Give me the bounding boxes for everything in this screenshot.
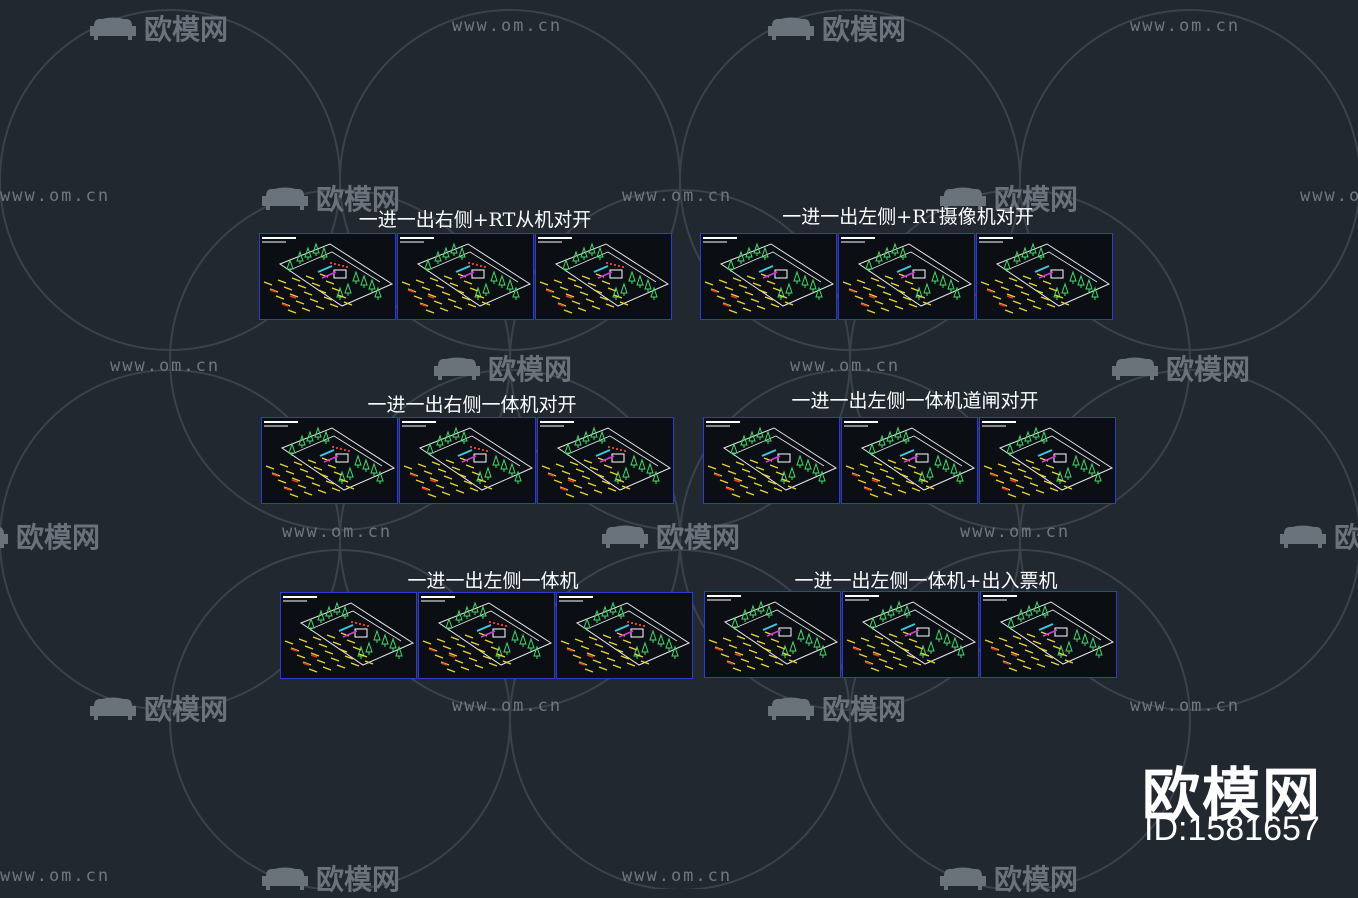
sofa-icon (262, 187, 308, 210)
parking-lane-drawing (982, 421, 1114, 498)
parking-lane-drawing (283, 596, 415, 673)
group-title-4: 一进一出左侧一体机道闸对开 (791, 390, 1039, 412)
drawing-panel[interactable] (980, 591, 1117, 678)
watermark-logo: 欧模网 (88, 8, 228, 48)
watermark-url: www.om.cn (0, 866, 111, 886)
parking-lane-drawing (845, 595, 977, 672)
sofa-icon (602, 525, 648, 548)
drawing-panel[interactable] (976, 233, 1113, 320)
drawing-panel[interactable] (397, 233, 534, 320)
parking-lane-drawing (983, 595, 1115, 672)
drawing-panel[interactable] (535, 233, 672, 320)
drawing-panel[interactable] (261, 417, 398, 504)
watermark-logo: 欧模网 (432, 348, 572, 388)
drawing-panel[interactable] (556, 592, 693, 679)
drawing-panel[interactable] (979, 417, 1116, 504)
drawing-row-2[interactable] (700, 233, 1114, 320)
watermark-url: www.om.cn (452, 696, 563, 716)
parking-lane-drawing (706, 421, 838, 498)
parking-lane-drawing (262, 237, 394, 314)
group-title-1: 一进一出右侧+RT从机对开 (358, 209, 592, 231)
watermark-logo-text: 欧模网 (488, 353, 573, 386)
parking-lane-drawing (707, 595, 839, 672)
parking-lane-drawing (538, 237, 670, 314)
drawing-row-6[interactable] (704, 591, 1118, 678)
drawing-panel[interactable] (259, 233, 396, 320)
watermark-logo-text: 欧模网 (144, 13, 229, 46)
watermark-url: www.om.cn (110, 356, 221, 376)
sofa-icon (0, 527, 8, 548)
parking-lane-drawing (703, 237, 835, 314)
group-title-3: 一进一出右侧一体机对开 (367, 394, 577, 416)
parking-lane-drawing (979, 237, 1111, 314)
watermark-logo: 欧模网 (766, 688, 906, 728)
parking-lane-drawing (402, 421, 534, 498)
watermark-logo-text: 欧模网 (822, 13, 907, 46)
watermark-logo: 欧模网 (1278, 516, 1358, 556)
parking-lane-drawing (559, 596, 691, 673)
watermark-logo-text: 欧模网 (822, 693, 907, 726)
watermark-url: www.om.cn (1130, 16, 1241, 36)
parking-lane-drawing (841, 237, 973, 314)
drawing-row-1[interactable] (259, 233, 673, 320)
drawing-panel[interactable] (399, 417, 536, 504)
drawing-row-3[interactable] (261, 417, 675, 504)
watermark-logo: 欧模网 (600, 516, 740, 556)
sofa-icon (768, 697, 814, 720)
group-title-5: 一进一出左侧一体机 (407, 570, 579, 592)
drawing-panel[interactable] (704, 591, 841, 678)
parking-lane-drawing (400, 237, 532, 314)
drawing-row-4[interactable] (703, 417, 1117, 504)
sofa-icon (940, 867, 986, 890)
drawing-row-5[interactable] (280, 592, 694, 679)
watermark-url: www.om.cn (452, 16, 563, 36)
drawing-panel[interactable] (537, 417, 674, 504)
drawing-panel[interactable] (703, 417, 840, 504)
sofa-icon (1112, 357, 1158, 380)
drawing-panel[interactable] (418, 592, 555, 679)
watermark-logo: 欧模网 (938, 858, 1078, 898)
sofa-icon (90, 17, 136, 40)
drawing-panel[interactable] (842, 591, 979, 678)
group-title-2: 一进一出左侧+RT摄像机对开 (782, 206, 1034, 228)
drawing-panel[interactable] (280, 592, 417, 679)
watermark-logo: 欧模网 (260, 858, 400, 898)
watermark-logo-text: 欧模网 (16, 521, 101, 554)
brand-logo-text: 欧模网 (1142, 761, 1323, 829)
watermark-logo-text: 欧模网 (1166, 353, 1251, 386)
drawing-panel[interactable] (700, 233, 837, 320)
watermark-url: www.om.cn (960, 522, 1071, 542)
watermark-logo: 欧模网 (1110, 348, 1250, 388)
watermark-logo-text: 欧模网 (1334, 521, 1358, 554)
watermark-logo-text: 欧模网 (656, 521, 741, 554)
watermark-logo: 欧模网 (0, 516, 100, 556)
sofa-icon (90, 697, 136, 720)
brand-id-text: ID:1581657 (1144, 810, 1320, 848)
watermark-logo: 欧模网 (766, 8, 906, 48)
watermark-logo-text: 欧模网 (994, 863, 1079, 896)
drawing-panel[interactable] (841, 417, 978, 504)
watermark-url: www.om.cn (282, 522, 393, 542)
sofa-icon (434, 357, 480, 380)
parking-lane-drawing (264, 421, 396, 498)
watermark-url: www.om.cn (1300, 186, 1358, 206)
sofa-icon (768, 17, 814, 40)
drawing-panel[interactable] (838, 233, 975, 320)
watermark-logo-text: 欧模网 (316, 863, 401, 896)
watermark-url: www.om.cn (622, 866, 733, 886)
sofa-icon (262, 867, 308, 890)
parking-lane-drawing (844, 421, 976, 498)
parking-lane-drawing (421, 596, 553, 673)
watermark-logo: 欧模网 (88, 688, 228, 728)
watermark-url: www.om.cn (1130, 696, 1241, 716)
watermark-logo-text: 欧模网 (144, 693, 229, 726)
group-title-6: 一进一出左侧一体机+出入票机 (794, 570, 1058, 592)
watermark-url: www.om.cn (622, 186, 733, 206)
parking-lane-drawing (540, 421, 672, 498)
sofa-icon (1280, 525, 1326, 548)
watermark-url: www.om.cn (0, 186, 111, 206)
watermark-url: www.om.cn (790, 356, 901, 376)
